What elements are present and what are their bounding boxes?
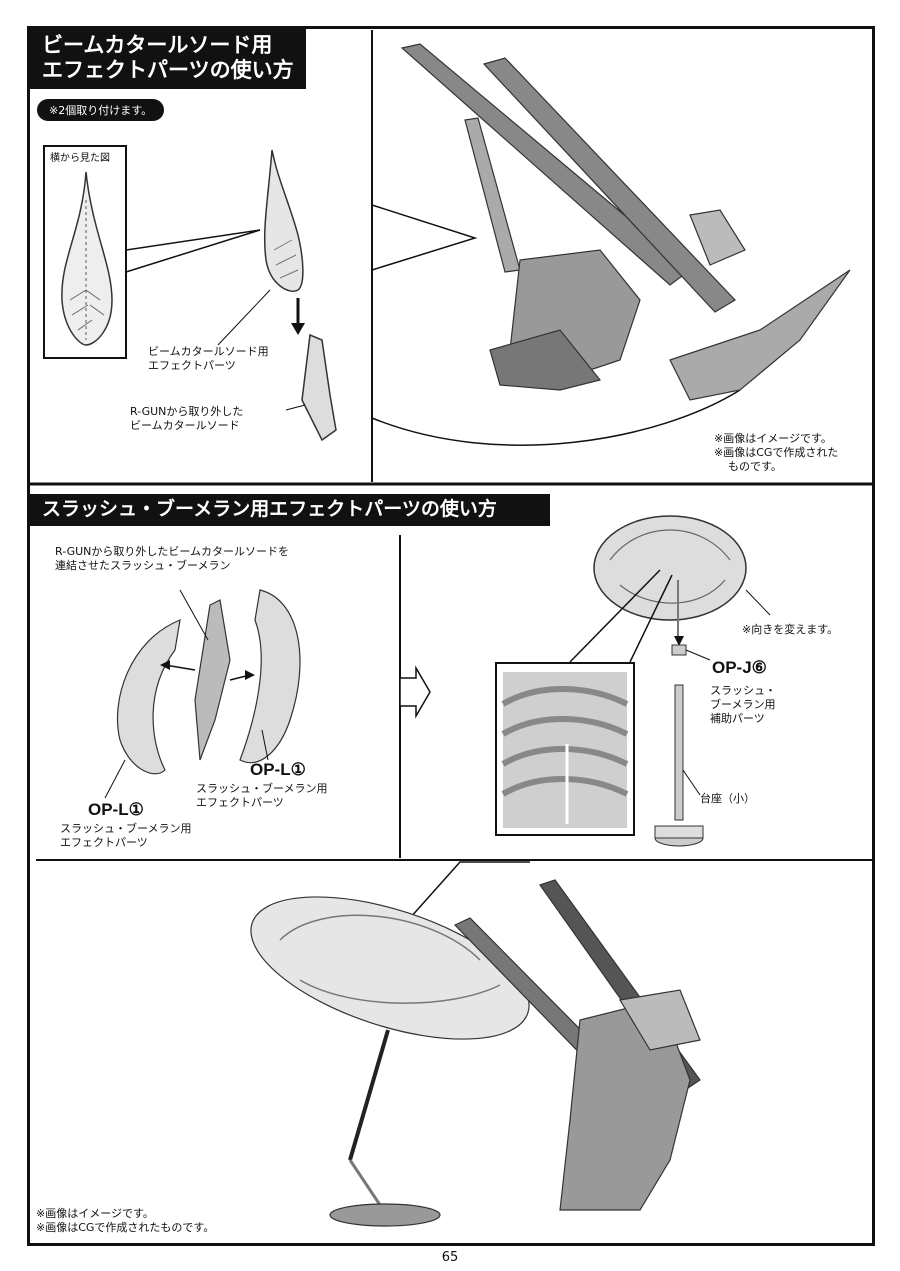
page-number: 65: [441, 1250, 459, 1265]
support-line3: 補助パーツ: [710, 712, 765, 725]
removed-sword-label-line1: R-GUNから取り外した: [130, 405, 244, 418]
support-line1: スラッシュ・: [710, 684, 776, 697]
support-part-description: スラッシュ・ ブーメラン用 補助パーツ: [710, 684, 776, 726]
part-right-line2: エフェクトパーツ: [196, 796, 284, 809]
attach-note-badge: ※2個取り付けます。: [37, 99, 165, 121]
removed-sword-label-line2: ビームカタールソード: [130, 419, 240, 432]
section1-title: ビームカタールソード用 エフェクトパーツの使い方: [30, 29, 306, 89]
part-left-code: OP-L①: [88, 800, 144, 819]
side-view-effect: [61, 171, 113, 346]
section1-title-line1: ビームカタールソード用: [42, 33, 273, 57]
zoom-inset: [495, 662, 635, 836]
part-right-line1: スラッシュ・ブーメラン用: [196, 782, 328, 795]
cg-render-robot-sword: [400, 43, 851, 401]
boomerang-parts-illustration: [116, 589, 301, 775]
bottom-image-note-line1: ※画像はイメージです。: [36, 1207, 154, 1220]
zoom-inset-detail: [501, 672, 629, 828]
part-right-code: OP-L①: [250, 760, 306, 779]
support-part-code: OP-J⑥: [712, 658, 767, 677]
bottom-image-note-line2: ※画像はCGで作成されたものです。: [36, 1221, 215, 1234]
side-view-label: 横から見た図: [50, 153, 110, 164]
stand-illustration: [674, 684, 684, 821]
section1-title-line2: エフェクトパーツの使い方: [42, 58, 294, 82]
effect-parts-label-line2: エフェクトパーツ: [148, 359, 236, 372]
page-frame: [27, 26, 875, 1246]
part-left-line2: エフェクトパーツ: [60, 836, 148, 849]
section1-image-note-line3: ものです。: [728, 460, 782, 473]
effect-parts-label: ビームカタールソード用 エフェクトパーツ: [148, 345, 269, 373]
stand-label: 台座（小）: [700, 792, 755, 805]
part-right-description: スラッシュ・ブーメラン用 エフェクトパーツ: [196, 782, 328, 810]
section1-image-note-line2: ※画像はCGで作成された: [714, 446, 839, 459]
cg-render-boomerang-stand: [250, 879, 701, 1227]
boomerang-disc-illustration: [593, 515, 747, 621]
rotate-note: ※向きを変えます。: [742, 623, 839, 636]
section1-image-note-line1: ※画像はイメージです。: [714, 432, 832, 445]
sword-illustration: [301, 333, 337, 442]
section2-title: スラッシュ・ブーメラン用エフェクトパーツの使い方: [30, 494, 550, 526]
connected-label-line2: 連結させたスラッシュ・ブーメラン: [55, 559, 231, 572]
effect-parts-label-line1: ビームカタールソード用: [148, 345, 269, 358]
bottom-image-note: ※画像はイメージです。 ※画像はCGで作成されたものです。: [36, 1207, 214, 1235]
removed-sword-label: R-GUNから取り外した ビームカタールソード: [130, 405, 243, 433]
part-left-description: スラッシュ・ブーメラン用 エフェクトパーツ: [60, 822, 192, 850]
connected-boomerang-label: R-GUNから取り外したビームカタールソードを 連結させたスラッシュ・ブーメラン: [55, 545, 289, 573]
section1-image-note: ※画像はイメージです。 ※画像はCGで作成された ものです。: [714, 432, 838, 474]
support-line2: ブーメラン用: [710, 698, 776, 711]
part-left-line1: スラッシュ・ブーメラン用: [60, 822, 192, 835]
connected-label-line1: R-GUNから取り外したビームカタールソードを: [55, 545, 290, 558]
